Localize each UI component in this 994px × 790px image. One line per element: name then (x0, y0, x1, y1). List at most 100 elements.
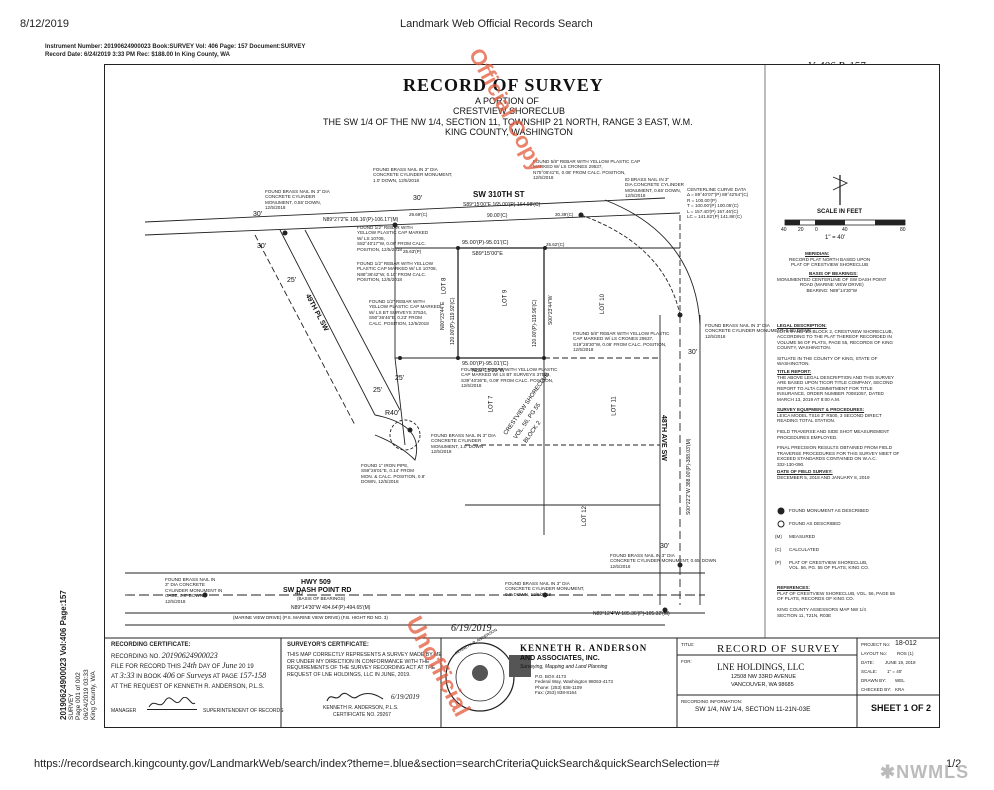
dim-2969: 29.69'(C) (409, 212, 428, 217)
note-13: FOUND BRASS NAIL IN 3" DIA CONCRETE CYLI… (165, 577, 223, 604)
tr-addr2: VANCOUVER, WA 98685 (731, 682, 794, 688)
superintendent-label: SUPERINTENDENT OF RECORDS (203, 708, 284, 714)
side-stamp-line2: SURVEY (67, 693, 75, 720)
lot-10-label: LOT 10 (599, 294, 606, 314)
note-4: FOUND BRASS NAIL IN 3" DIA CONCRETE CYLI… (265, 189, 330, 211)
dim-bottom-lot9: 95.00'(P)-95.01'(C) (462, 361, 509, 367)
street-48th-ave: 48TH AVE SW (660, 415, 667, 461)
dim-30-d: 30' (688, 349, 698, 356)
note-10: FOUND BRASS NAIL IN 3" DIA CONCRETE CYLI… (431, 433, 496, 455)
dim-left-bearing: N00°23'44"E (440, 301, 446, 330)
lot-12-label: LOT 12 (581, 506, 588, 526)
nwmls-star-icon: ✱ (880, 762, 897, 782)
dim-40: 40' (295, 590, 305, 597)
dim-30-c: 30' (413, 195, 423, 202)
legend-found: FOUND AS DESCRIBED (789, 521, 841, 526)
recording-no-label: RECORDING NO. (111, 654, 161, 660)
dim-dash-point: N89°14'30"W 494.64'(P)-494.65'(M) (291, 605, 371, 611)
manager-signature (147, 697, 197, 710)
legend-m-key: (M) (775, 534, 782, 539)
surveyor-signature (325, 689, 385, 703)
lot-9-label: LOT 9 (502, 289, 509, 307)
surveyor-sig-date: 6/19/2019 (391, 693, 420, 701)
dim-r40: R40' (385, 410, 400, 417)
lot-11-label: LOT 11 (611, 396, 618, 416)
dim-nw-line: N89°27'2"E 106.16'(P)-106.17'(M) (323, 217, 399, 223)
tr-checked-label: CHECKED BY: (861, 687, 892, 692)
note-16: CENTERLINE CURVE DATA Δ = 89°40'07"(P) 8… (687, 187, 749, 220)
surveyor-heading: SURVEYOR'S CERTIFICATE: (287, 642, 369, 648)
title-line-3: THE SW 1/4 OF THE NW 1/4, SECTION 11, TO… (323, 117, 693, 127)
scale-tick-0: 40 (781, 227, 787, 233)
note-5: FOUND 1/2" REBAR WITH YELLOW PLASTIC CAP… (357, 225, 429, 252)
tr-scale: 1" = 40' (887, 669, 903, 674)
legal-text: LOTS 9 AND 10, BLOCK 2, CRESTVIEW SHOREC… (777, 329, 893, 367)
scale-label: SCALE IN FEET (817, 209, 863, 215)
tr-date: JUNE 19, 2019 (885, 660, 916, 665)
tr-drawn: WEL (895, 678, 905, 683)
tr-layout: ROS (1) (897, 651, 914, 656)
page-value: 157-158 (239, 671, 267, 680)
handwritten-date: 6/19/2019 (451, 623, 492, 634)
field-date-text: DECEMBER 5, 2018 AND JANUARY 8, 2019 (777, 475, 870, 480)
dim-top-bearing: S89°15'00"E (472, 251, 503, 257)
note-15: FOUND BRASS NAIL IN 3" DIA CONCRETE CYLI… (705, 323, 813, 339)
equipment-heading: SURVEY EQUIPMENT & PROCEDURES: (777, 407, 865, 412)
page-count: 1/2 (946, 758, 962, 770)
note-1: FOUND BRASS NAIL IN 3" DIA CONCRETE CYLI… (373, 167, 453, 183)
scale-tick-3: 40 (842, 227, 848, 233)
page-label: AT PAGE (212, 674, 238, 680)
side-stamp-line1: 20190624900023 Vol:406 Page:157 (59, 590, 68, 720)
dim-north-measured: 90.00'(C) (487, 213, 508, 219)
legend-plat: PLAT OF CRESTVIEW SHORECLUB, VOL. 56, PG… (789, 560, 870, 571)
at-label: AT (111, 674, 119, 680)
note-2: FOUND 5/8" REBAR WITH YELLOW PLASTIC CAP… (533, 159, 641, 181)
tr-project-label: PROJECT No: (861, 642, 891, 647)
legend-p-key: (P) (775, 560, 782, 565)
tr-sheet: SHEET 1 OF 2 (871, 703, 932, 713)
tr-drawn-label: DRAWN BY: (861, 678, 887, 683)
surveyor-body: THIS MAP CORRECTLY REPRESENTS A SURVEY M… (287, 652, 442, 678)
lot-8-label: LOT 8 (441, 277, 448, 295)
note-3: ID BRASS NAIL IN 3" DIA CONCRETE CYLINDE… (625, 177, 684, 199)
tr-checked: KRA (895, 687, 905, 692)
tr-date-label: DATE: (861, 660, 874, 665)
side-stamp-line4: 06/24/2019 03:33 (82, 669, 90, 720)
references-heading: REFERENCES: (777, 585, 810, 590)
dim-top-lot9: 95.00'(P)-95.01'(C) (462, 240, 509, 246)
scale-ratio: 1" = 40' (825, 235, 846, 241)
nwmls-logo: ✱NWMLS (880, 762, 970, 782)
tr-for-label: FOR: (681, 659, 692, 664)
tr-layout-label: LAYOUT No: (861, 651, 887, 656)
legend-calculated: CALCULATED (789, 547, 820, 552)
meridian-text: RECORD PLAT NORTH BASED UPON PLAT OF CRE… (789, 257, 871, 268)
basis-heading: BASIS OF BEARINGS: (809, 271, 858, 276)
references-text: PLAT OF CRESTVIEW SHORECLUB, VOL. 56, PA… (777, 591, 895, 618)
dim-left-lot9: 120.00'(P)-119.92'(C) (450, 297, 456, 345)
footer-url[interactable]: https://recordsearch.kingcounty.gov/Land… (34, 758, 720, 770)
file-year: 20 19 (238, 664, 254, 670)
day-of-label: DAY OF (198, 664, 221, 670)
note-7: FOUND 1/2" REBAR WITH YELLOW PLASTIC CAP… (369, 299, 441, 326)
tr-rec-info: RECORDING INFORMATION: (681, 699, 743, 704)
surveyor-name: KENNETH R. ANDERSON, P.L.S. (323, 705, 399, 711)
note-11: FOUND 1" IRON PIPE, S59°26'01"E, 0.14' F… (361, 463, 426, 485)
firm-name: KENNETH R. ANDERSON (520, 643, 648, 653)
surveyor-seal (445, 642, 531, 712)
recording-request: AT THE REQUEST OF KENNETH R. ANDERSON, P… (111, 684, 265, 690)
recording-line3: AT 3:33 IN BOOK 406 OF Surveys AT PAGE 1… (111, 672, 266, 681)
dim-3039: 30.39'(C) (555, 212, 574, 217)
survey-sheet: RECORD OF SURVEY A PORTION OF CRESTVIEW … (104, 64, 940, 728)
of-label: OF (176, 674, 185, 680)
recording-no-value: 20190624900023 (161, 651, 218, 660)
street-dash-point: SW DASH POINT RD (283, 587, 352, 594)
title-report-text: THE ABOVE LEGAL DESCRIPTION AND THIS SUR… (777, 375, 895, 402)
side-stamp-line5: King County, WA (90, 671, 97, 720)
side-stamp-line3: Page 001 of 002 (75, 672, 82, 720)
dim-25-a: 25' (287, 277, 297, 284)
scale-tick-2: 0 (815, 227, 818, 233)
dim-bottom-bearing: N89°15'20"W (472, 368, 505, 374)
recording-line2: FILE FOR RECORD THIS 24th DAY OF June 20… (111, 662, 254, 671)
street-sw-310th: SW 310TH ST (473, 190, 525, 199)
dim-north-line: S89°15'00"E 165.00'(P)-164.98'(C) (463, 202, 541, 208)
